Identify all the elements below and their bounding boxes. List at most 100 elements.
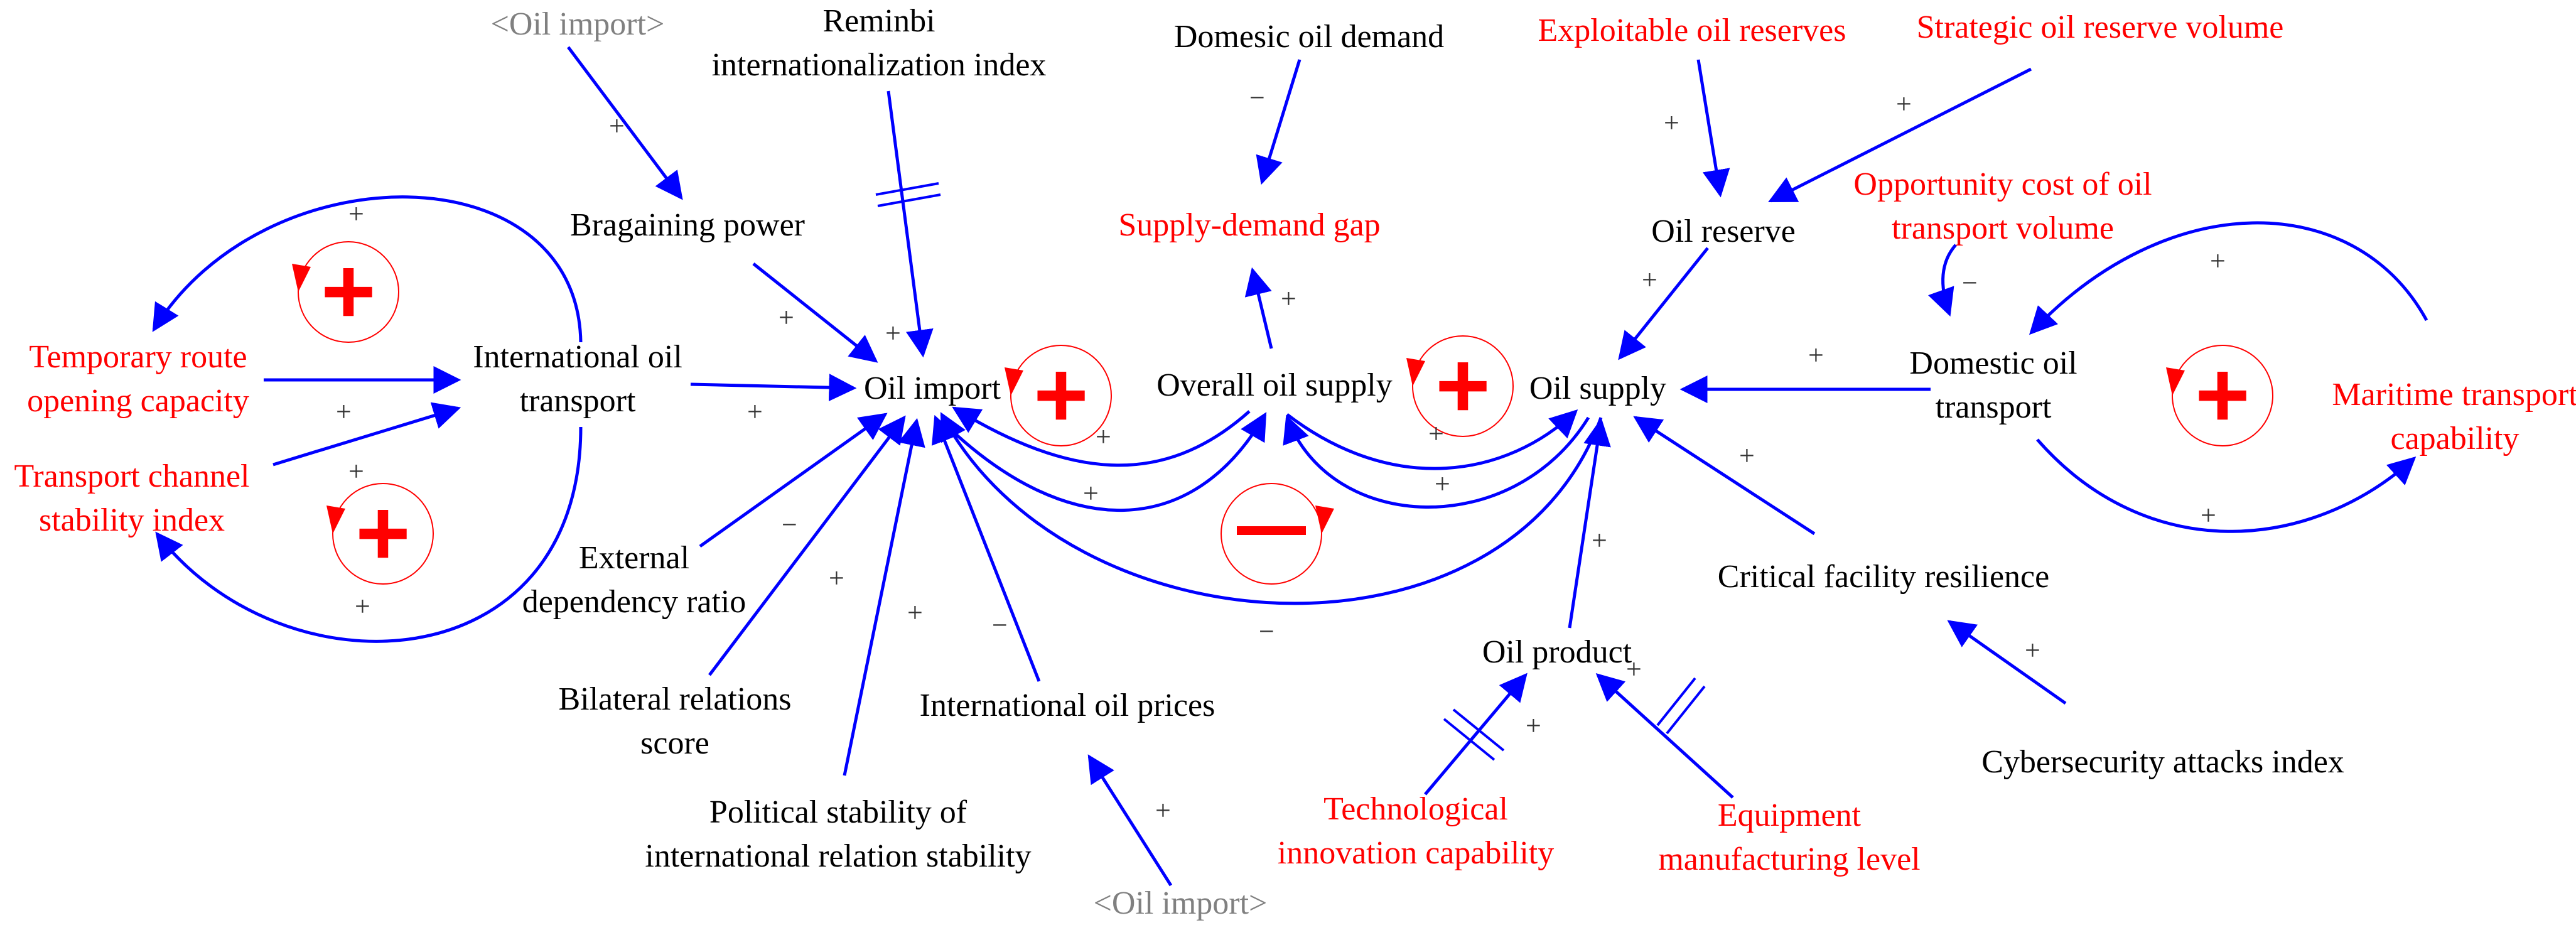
polarity-plus: + (1526, 710, 1541, 741)
label-domestic-transport-line1: Domestic oil (1909, 345, 2077, 381)
label-external-dependency-line2: dependency ratio (522, 584, 746, 620)
loop-markers: + + + + + (292, 238, 2273, 585)
label-bilateral-line2: score (640, 725, 709, 761)
label-oil-import-shadow-top: <Oil import> (491, 6, 665, 42)
polarity-plus: + (1739, 440, 1755, 471)
polarity-plus: + (907, 597, 923, 628)
link-tech-to-product (1424, 673, 1528, 796)
label-exploitable-reserves: Exploitable oil reserves (1538, 13, 1846, 48)
label-equip-line2: manufacturing level (1658, 841, 1920, 877)
label-opportunity-cost-line1: Opportunity cost of oil (1853, 166, 2152, 202)
label-domestic-demand: Domesic oil demand (1174, 19, 1444, 55)
delay-mark-reminbi-a (875, 182, 939, 196)
link-polarities: + + + − + + + + − + + + + + + + + + + + … (336, 82, 2226, 826)
polarity-plus: + (1428, 418, 1444, 449)
loop-polarity-plus: + (1435, 332, 1490, 438)
label-bargaining-power: Bragaining power (570, 207, 805, 243)
label-reminbi-line1: Reminbi (822, 3, 935, 39)
label-channel-stability-line1: Transport channel (14, 458, 249, 494)
polarity-plus: + (2201, 500, 2216, 531)
loop-polarity-minus-bar (1237, 526, 1306, 535)
label-reminbi-line2: internationalization index (712, 47, 1047, 83)
link-oil-import-shadow-to-bargaining (567, 46, 683, 200)
label-intl-prices: International oil prices (920, 688, 1215, 723)
label-maritime-line2: capability (2390, 421, 2519, 457)
label-supply-demand-gap: Supply-demand gap (1118, 207, 1380, 243)
polarity-plus: + (885, 318, 901, 349)
label-political-line2: international relation stability (645, 838, 1031, 874)
loop-marker-domestic: + (2166, 342, 2273, 447)
link-reserve-to-oil-supply (1618, 247, 1709, 360)
label-tech-line1: Technological (1323, 791, 1508, 827)
polarity-plus: + (1155, 795, 1171, 826)
label-bilateral-line1: Bilateral relations (558, 681, 791, 717)
polarity-minus: − (1249, 82, 1265, 113)
loop-polarity-plus: + (2195, 342, 2250, 447)
loop-marker-oil-supply: + (1406, 332, 1514, 438)
loop-polarity-plus: + (1033, 342, 1089, 447)
link-maritime-to-domestic (2029, 221, 2428, 335)
link-overall-supply-to-gap (1244, 267, 1273, 349)
link-overall-to-oil-supply (1286, 409, 1578, 470)
label-overall-supply: Overall oil supply (1156, 367, 1393, 403)
link-bilateral-to-oil-import (708, 415, 906, 676)
label-intl-transport-line1: International oil (473, 339, 682, 375)
label-oil-import-shadow-bottom: <Oil import> (1094, 885, 1268, 921)
link-demand-to-gap (1256, 59, 1301, 185)
polarity-plus: + (1642, 264, 1657, 295)
polarity-plus: + (747, 396, 763, 427)
polarity-plus: + (779, 302, 794, 333)
polarity-plus: + (609, 111, 625, 141)
link-facility-to-oil-supply (1633, 416, 1816, 536)
loop-marker-oil-import: + (1005, 342, 1112, 447)
delay-mark-tech-a (1443, 718, 1495, 761)
link-oil-import-shadow-to-prices (1087, 754, 1173, 887)
loop-marker-channel: + (326, 480, 434, 585)
label-oil-reserve: Oil reserve (1651, 213, 1796, 249)
link-product-to-oil-supply (1568, 418, 1611, 629)
polarity-plus: + (829, 563, 844, 593)
polarity-minus: − (1259, 616, 1275, 647)
polarity-minus: − (782, 509, 797, 540)
link-oil-supply-to-oil-import (940, 412, 1603, 605)
variable-labels: <Oil import> Reminbi internationalizatio… (14, 3, 2576, 921)
delay-marks (875, 182, 1706, 761)
label-tech-line2: innovation capability (1278, 835, 1554, 871)
polarity-plus: + (1281, 283, 1296, 314)
label-external-dependency-line1: External (579, 540, 689, 576)
label-opportunity-cost-line2: transport volume (1892, 210, 2114, 246)
label-strategic-reserve: Strategic oil reserve volume (1917, 9, 2284, 45)
polarity-plus: + (1096, 421, 1111, 452)
polarity-plus: + (1896, 89, 1912, 119)
polarity-minus: − (992, 610, 1008, 640)
polarity-plus: + (336, 396, 352, 427)
delay-mark-equip-a (1656, 677, 1696, 727)
link-overall-to-oil-import-a (952, 406, 1251, 467)
label-temp-route-line1: Temporary route (29, 339, 247, 375)
polarity-minus: − (1962, 268, 1978, 298)
loop-polarity-plus: + (321, 238, 376, 343)
polarity-plus: + (348, 198, 364, 229)
link-opportunity-to-domestic (1927, 244, 1957, 317)
label-channel-stability-line2: stability index (39, 502, 225, 538)
link-bargaining-to-oil-import (752, 262, 878, 363)
polarity-plus: + (1083, 478, 1099, 509)
causal-links (152, 46, 2428, 887)
link-political-to-oil-import (843, 418, 925, 776)
label-critical-facility: Critical facility resilience (1718, 559, 2049, 595)
link-strategic-to-reserve (1768, 67, 2032, 203)
link-intl-to-oil-import (690, 374, 857, 402)
polarity-plus: + (355, 591, 370, 622)
loop-polarity-plus: + (355, 480, 411, 585)
label-domestic-transport-line2: transport (1936, 389, 2052, 425)
link-oil-supply-to-overall (1283, 414, 1590, 509)
polarity-plus: + (348, 456, 364, 487)
label-political-line1: Political stability of (709, 794, 967, 830)
link-prices-to-oil-import (932, 414, 1041, 682)
label-cyber: Cybersecurity attacks index (1981, 744, 2344, 780)
link-channel-to-intl (272, 402, 461, 467)
link-exploitable-to-reserve (1696, 59, 1730, 198)
polarity-plus: + (1808, 340, 1824, 370)
polarity-plus: + (2210, 246, 2226, 276)
